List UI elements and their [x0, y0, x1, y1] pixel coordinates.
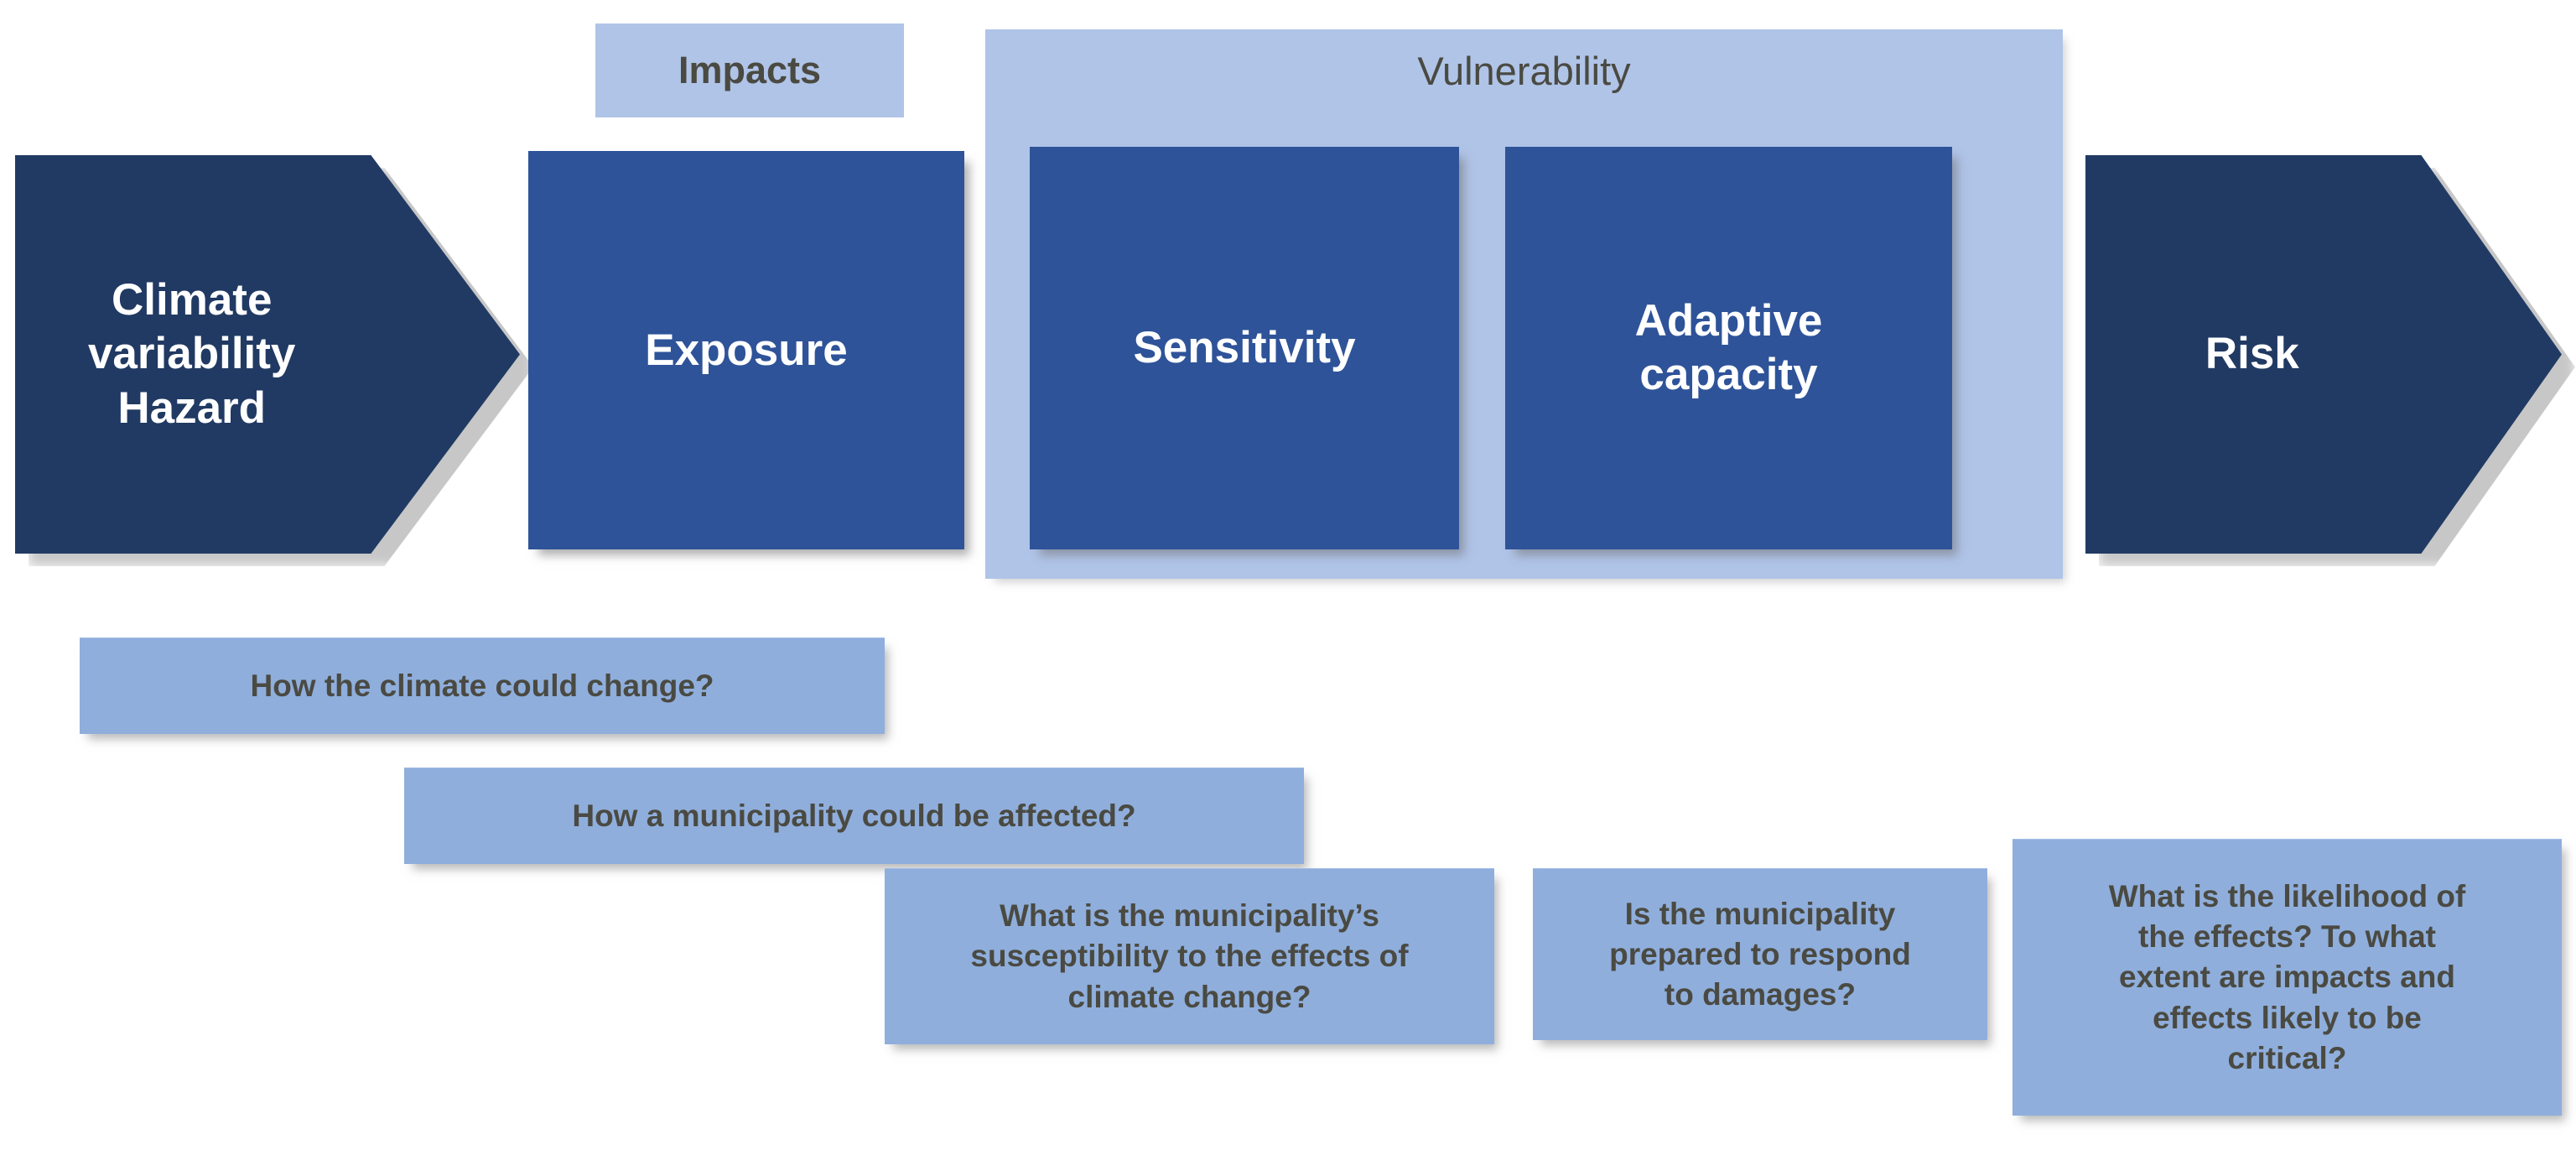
question-text: Is the municipality prepared to respond to…	[1609, 894, 1911, 1015]
question-box-susceptibility[interactable]: What is the municipality’s susceptibility…	[885, 868, 1494, 1044]
question-line-3: to damages?	[1664, 977, 1857, 1012]
hazard-label-line-3: Hazard	[117, 382, 267, 433]
question-line-2: susceptibility to the effects of	[970, 939, 1409, 974]
caption-impacts[interactable]: Impacts	[595, 23, 904, 117]
flow-node-risk[interactable]: Risk	[2085, 155, 2562, 554]
question-box-likelihood[interactable]: What is the likelihood of the effects? To…	[2012, 839, 2562, 1116]
question-line-1: What is the municipality’s	[1000, 898, 1379, 934]
question-line-1: What is the likelihood of	[2108, 879, 2466, 914]
question-text: What is the municipality’s susceptibility…	[970, 896, 1408, 1017]
question-text: How the climate could change?	[250, 668, 714, 703]
question-line-1: Is the municipality	[1624, 896, 1896, 931]
hazard-label-line-1: Climate	[111, 274, 273, 325]
question-line-3: extent are impacts and	[2119, 960, 2455, 995]
question-box-municipality-affected[interactable]: How a municipality could be affected?	[404, 768, 1304, 864]
vulnerability-label: Vulnerability	[1417, 49, 1631, 93]
exposure-label: Exposure	[645, 325, 848, 375]
question-text: How a municipality could be affected?	[572, 798, 1136, 833]
hazard-label-line-2: variability	[87, 329, 296, 379]
question-line-5: critical?	[2227, 1040, 2347, 1075]
question-line-2: prepared to respond	[1609, 936, 1911, 971]
adaptive-capacity-label-line-2: capacity	[1639, 350, 1818, 399]
question-line-2: the effects? To what	[2138, 919, 2436, 955]
question-text: What is the likelihood of the effects? To…	[2109, 877, 2466, 1078]
question-line-4: effects likely to be	[2153, 1000, 2422, 1035]
question-box-climate-change[interactable]: How the climate could change?	[80, 637, 885, 734]
impacts-label: Impacts	[678, 49, 822, 91]
question-box-prepared-respond[interactable]: Is the municipality prepared to respond to…	[1533, 868, 1987, 1040]
risk-label: Risk	[2205, 329, 2299, 379]
question-line-3: climate change?	[1067, 979, 1311, 1014]
adaptive-capacity-label-line-1: Adaptive	[1634, 296, 1823, 346]
flow-node-exposure[interactable]: Exposure	[528, 151, 964, 549]
sensitivity-label: Sensitivity	[1133, 323, 1356, 373]
flow-node-sensitivity[interactable]: Sensitivity	[1030, 147, 1459, 549]
